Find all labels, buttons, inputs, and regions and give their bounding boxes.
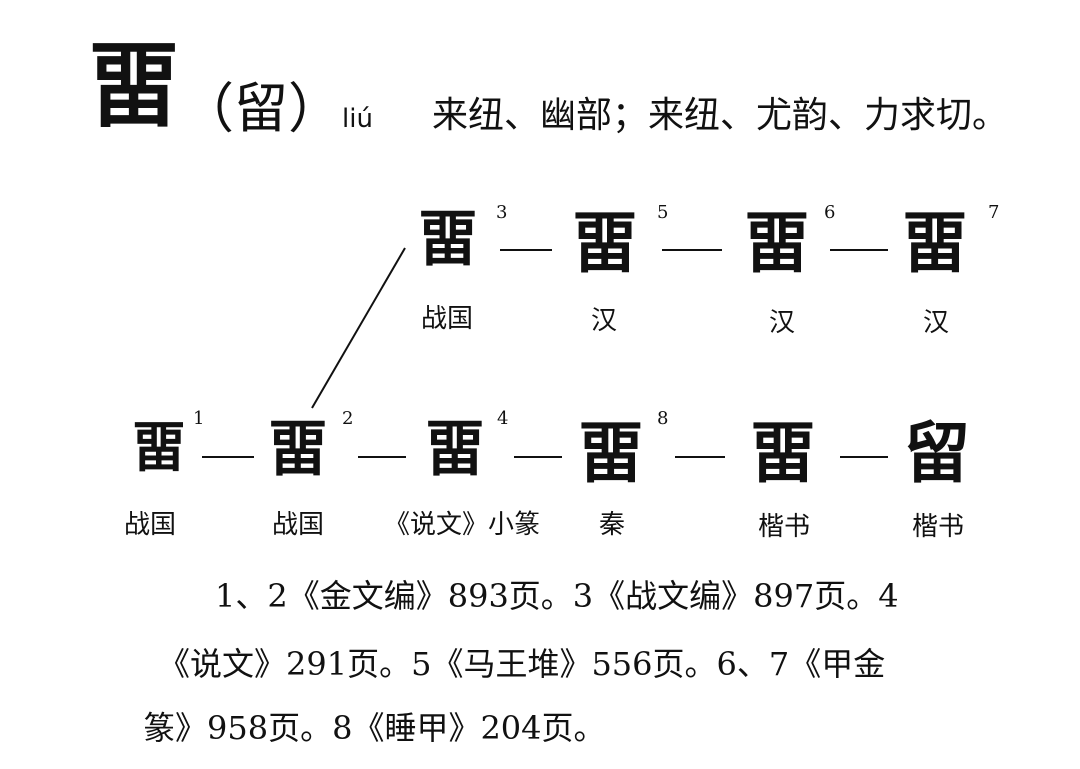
glyph-lower-kaishu-1: 畱 <box>750 414 816 492</box>
evolution-dash <box>830 249 888 251</box>
evolution-dash <box>675 456 725 458</box>
glyph-number: 5 <box>657 202 669 223</box>
glyph-number: 6 <box>824 202 836 223</box>
glyph-lower-kaishu-2: 留 <box>904 414 970 492</box>
evolution-dash <box>514 456 562 458</box>
evolution-dash <box>840 456 888 458</box>
glyph-lower-1: 畱 <box>132 415 186 479</box>
glyph-number: 4 <box>497 408 509 429</box>
head-character: 畱 <box>88 32 181 140</box>
reference-line-2: 《说文》291页。5《马王堆》556页。6、7《甲金 <box>158 645 886 683</box>
evolution-dash <box>662 249 722 251</box>
glyph-upper-3: 畱 <box>418 205 478 275</box>
variant-character: （留） <box>180 77 342 140</box>
glyph-lower-4: 畱 <box>425 415 485 485</box>
glyph-period-label: 汉 <box>922 308 949 338</box>
glyph-number: 1 <box>193 408 205 429</box>
glyph-period-label: 秦 <box>598 510 625 540</box>
glyph-period-label: 战国 <box>123 510 176 540</box>
fanqie-reading: 来纽、幽部；来纽、尤韵、力求切。 <box>432 95 1009 136</box>
glyph-upper-7: 畱 <box>902 204 968 282</box>
glyph-number: 2 <box>342 408 354 429</box>
glyph-number: 7 <box>988 202 1000 223</box>
glyph-upper-5: 畱 <box>572 204 638 282</box>
evolution-dash <box>500 249 552 251</box>
glyph-period-label: 《说文》小篆 <box>383 510 540 540</box>
reference-line-3: 篆》958页。8《睡甲》204页。 <box>143 709 606 747</box>
glyph-period-label: 汉 <box>768 308 795 338</box>
glyph-period-label: 战国 <box>420 304 473 334</box>
glyph-lower-2: 畱 <box>268 415 328 485</box>
glyph-number: 3 <box>496 202 508 223</box>
reference-line-1: 1、2《金文编》893页。3《战文编》897页。4 <box>215 577 899 615</box>
glyph-period-label: 战国 <box>271 510 324 540</box>
glyph-period-label: 楷书 <box>911 512 964 542</box>
pinyin: liú <box>342 104 373 134</box>
glyph-period-label: 汉 <box>590 306 617 336</box>
glyph-period-label: 楷书 <box>757 512 810 542</box>
evolution-dash <box>358 456 406 458</box>
glyph-number: 8 <box>657 408 669 429</box>
glyph-upper-6: 畱 <box>744 204 810 282</box>
glyph-lower-8: 畱 <box>578 414 644 492</box>
evolution-dash <box>202 456 254 458</box>
